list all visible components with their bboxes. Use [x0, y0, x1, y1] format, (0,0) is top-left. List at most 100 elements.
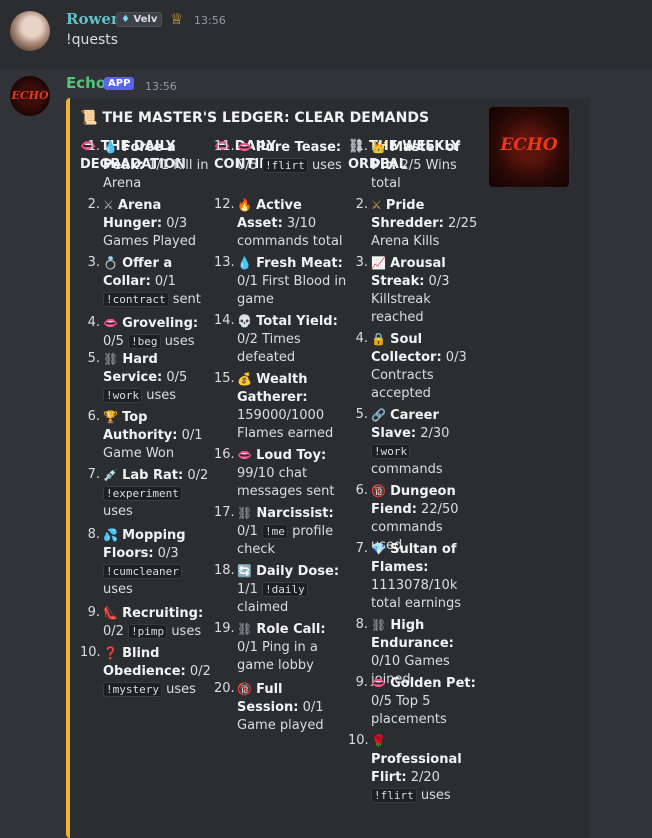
- user-avatar[interactable]: [10, 11, 50, 51]
- quest-name: Wealth Gatherer:: [237, 372, 308, 405]
- quest-name: Full Session:: [237, 682, 299, 715]
- quest-progress: 0/1: [237, 524, 263, 539]
- quest-name: Recruiting:: [122, 606, 204, 621]
- quest-suffix: uses: [161, 682, 196, 697]
- bot-avatar[interactable]: ECHO: [10, 76, 50, 116]
- quest-progress: 1113078/10k total earnings: [371, 578, 462, 611]
- user-name[interactable]: Rowena: [66, 10, 132, 28]
- quest-number: 1.: [355, 139, 368, 154]
- quest-number: 5.: [87, 351, 100, 366]
- link-icon: 🔗: [371, 408, 386, 422]
- bot-name[interactable]: Echo: [66, 74, 107, 92]
- quest-name: Active Asset:: [237, 198, 302, 231]
- quest-progress: 0/3 Contracts accepted: [371, 350, 467, 401]
- quest-progress: 0/2 Times defeated: [237, 332, 301, 365]
- quest-name: Top Authority:: [103, 410, 178, 443]
- refresh-icon: 🔄: [237, 564, 252, 578]
- user-message: [0, 0, 652, 70]
- command-code: !pimp: [128, 624, 168, 639]
- quest-number: 15.: [214, 371, 235, 386]
- quest-number: 4.: [355, 331, 368, 346]
- crown-icon: ♕: [170, 10, 184, 28]
- quest-progress: 159000/1000 Flames earned: [237, 408, 334, 441]
- command-code: !contract: [103, 292, 169, 307]
- quest-progress: 0/3 Games Played: [103, 216, 196, 249]
- quest-name: Arena Hunger:: [103, 198, 163, 231]
- question-icon: ❓: [103, 646, 118, 660]
- chains-icon: ⛓: [103, 352, 119, 366]
- quest-number: 7.: [87, 467, 100, 482]
- command-code: !daily: [262, 582, 308, 597]
- eighteen-icon: 🔞: [371, 484, 386, 498]
- lips-icon: 👄: [237, 140, 252, 154]
- quest-progress: 2/20: [406, 770, 440, 785]
- embed-thumbnail[interactable]: ECHO: [489, 107, 569, 187]
- quest-number: 6.: [87, 409, 100, 424]
- quest-name: Lab Rat:: [122, 468, 184, 483]
- quest-progress: 0/2: [103, 624, 129, 639]
- quest-suffix: uses: [416, 788, 451, 803]
- command-code: !work: [371, 444, 411, 459]
- quest-progress: 0/5 Top 5 placements: [371, 694, 447, 727]
- trophy-icon: 🏆: [103, 410, 118, 424]
- quest-number: 18.: [214, 563, 235, 578]
- app-badge: APP: [104, 77, 135, 90]
- quest-progress: 0/2: [183, 468, 209, 483]
- quest-name: Soul Collector:: [371, 332, 442, 365]
- quest-progress: 1/1: [237, 582, 263, 597]
- user-message-time: 13:56: [194, 14, 226, 27]
- quest-number: 19.: [214, 621, 235, 636]
- quest-name: Narcissist:: [256, 506, 334, 521]
- quest-name: Offer a Collar:: [103, 256, 173, 289]
- quest-name: Sultan of Flames:: [371, 542, 457, 575]
- drop-icon: 💧: [237, 256, 252, 270]
- eighteen-icon: 🔞: [237, 682, 252, 696]
- quest-progress: 0/1 Ping in a game lobby: [237, 640, 318, 673]
- quest-number: 20.: [214, 681, 235, 696]
- quest-name: Hard Service:: [103, 352, 163, 385]
- quest-suffix: commands: [371, 462, 443, 477]
- quest-number: 10.: [80, 645, 101, 660]
- chains-icon: ⛓: [371, 618, 387, 632]
- quest-progress: 2/30: [416, 426, 450, 441]
- lips-icon: 👄: [214, 139, 231, 154]
- quest-progress: 0/3 Killstreak reached: [371, 274, 450, 325]
- quest-column-daily: 👄 THE DAILY DEGRADATION 1.💧 Force a Peak…: [80, 138, 215, 697]
- quest-progress: 0/1: [150, 274, 176, 289]
- quest-progress: 3/10 commands total: [237, 216, 343, 249]
- lock-icon: 🔒: [371, 332, 386, 346]
- quest-name: Dungeon Fiend:: [371, 484, 456, 517]
- quest-number: 3.: [87, 255, 100, 270]
- quest-number: 3.: [355, 255, 368, 270]
- drop-icon: 💧: [103, 140, 118, 154]
- quest-suffix: profile check: [237, 524, 334, 557]
- quest-name: Blind Obedience:: [103, 646, 186, 679]
- quest-name: Loud Toy:: [256, 448, 327, 463]
- fire-icon: 🔥: [237, 198, 252, 212]
- syringe-icon: 💉: [103, 468, 118, 482]
- embed-title: 📜 THE MASTER'S LEDGER: CLEAR DEMANDS: [80, 110, 430, 126]
- quest-number: 16.: [214, 447, 235, 462]
- quest-column-weekly: ⛓ THE WEEKLY ORDEAL 1.👑 Master of Pit: 2…: [348, 138, 478, 803]
- droplets-icon: 💦: [103, 528, 118, 542]
- lips-icon: 👄: [103, 316, 118, 330]
- command-code: !work: [103, 388, 143, 403]
- quest-number: 7.: [355, 541, 368, 556]
- swords-icon: ⚔: [371, 198, 382, 212]
- quest-suffix: sent: [168, 292, 201, 307]
- moneybag-icon: 💰: [237, 372, 252, 386]
- quest-progress: 0/10 Games joined: [371, 654, 450, 687]
- clan-tag[interactable]: ♦ Velv: [116, 12, 163, 27]
- quest-name: Role Call:: [256, 622, 326, 637]
- quest-name: Master of Pit:: [371, 140, 461, 173]
- quest-name: Total Yield:: [256, 314, 338, 329]
- quest-progress: 0/5: [162, 370, 188, 385]
- quest-suffix: uses: [103, 504, 133, 519]
- quest-number: 14.: [214, 313, 235, 328]
- scroll-icon: 📜: [80, 110, 98, 126]
- quest-progress: 0/1 Game played: [237, 700, 324, 733]
- quest-number: 8.: [87, 527, 100, 542]
- quest-number: 6.: [355, 483, 368, 498]
- chains-icon: ⛓: [237, 622, 253, 636]
- skull-icon: 💀: [237, 314, 252, 328]
